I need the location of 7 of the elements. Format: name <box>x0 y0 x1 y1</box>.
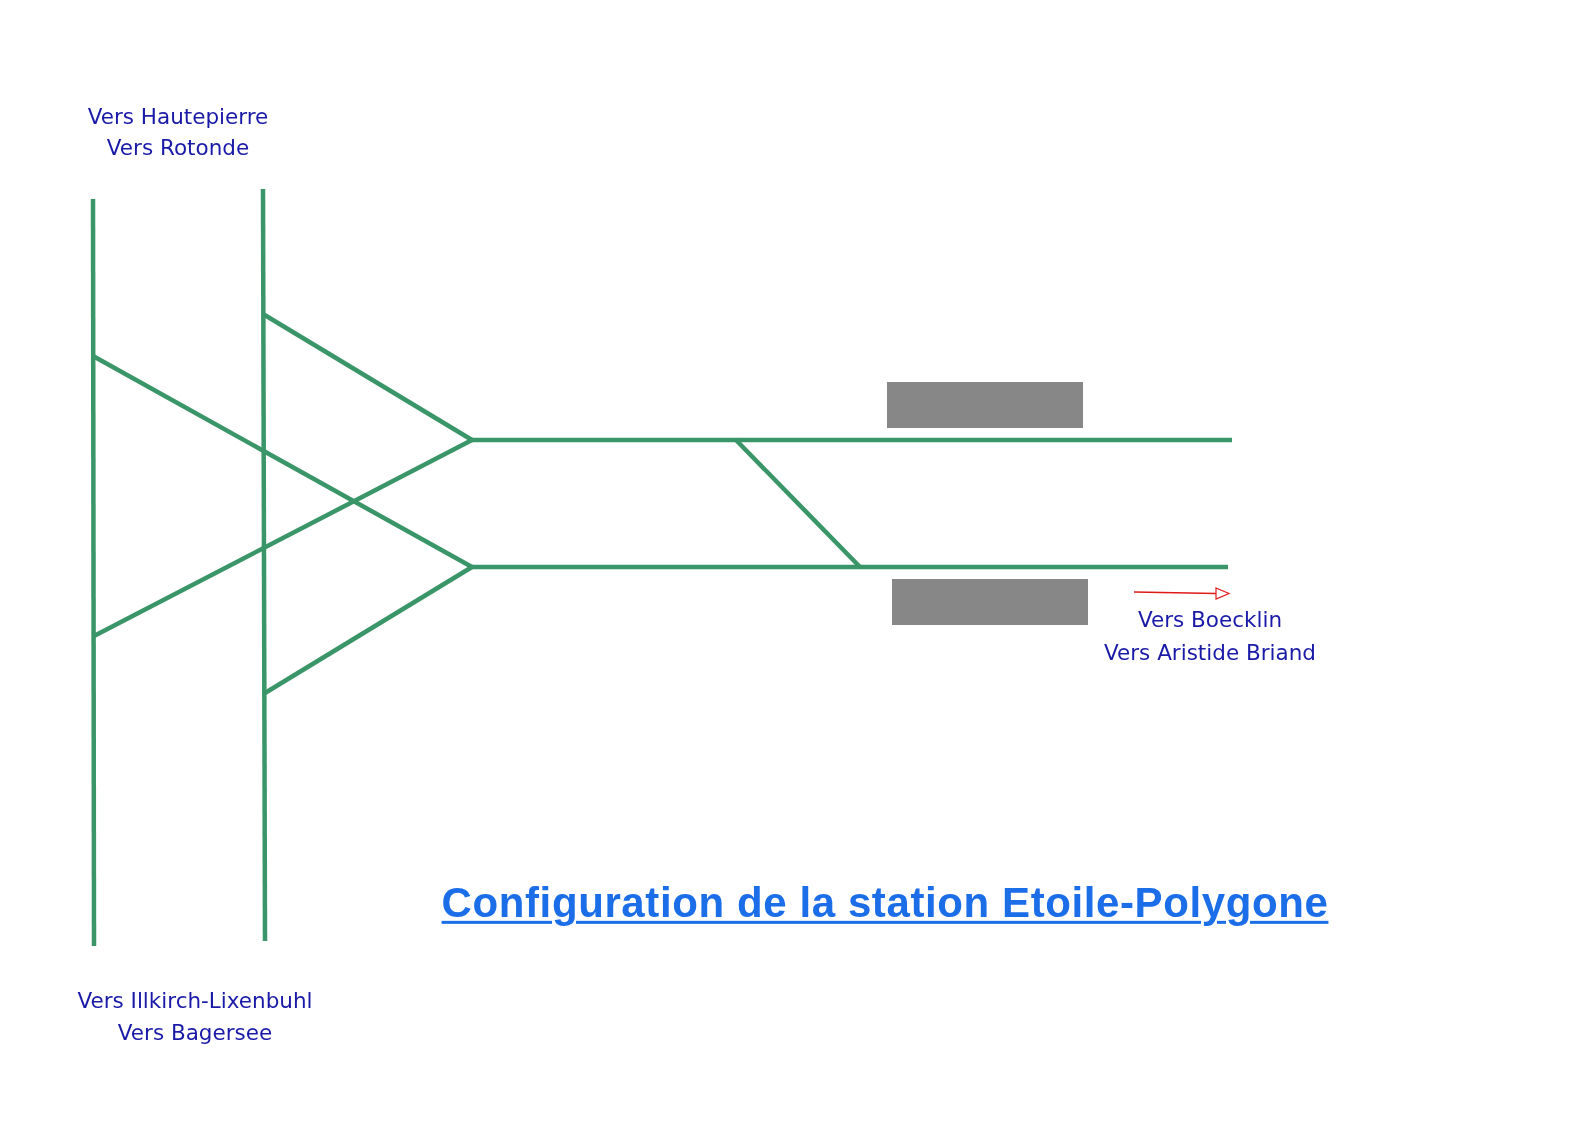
destination-label: Vers Boecklin <box>1137 608 1283 632</box>
destination-label: Vers Illkirch-Lixenbuhl <box>77 989 313 1013</box>
destination-label: Vers Bagersee <box>117 1021 273 1045</box>
destination-label: Vers Hautepierre <box>87 105 269 129</box>
diagram-title: Configuration de la station Etoile-Polygone <box>441 878 1329 928</box>
destination-label: Vers Rotonde <box>106 136 250 160</box>
destination-label: Vers Aristide Briand <box>1104 641 1316 665</box>
